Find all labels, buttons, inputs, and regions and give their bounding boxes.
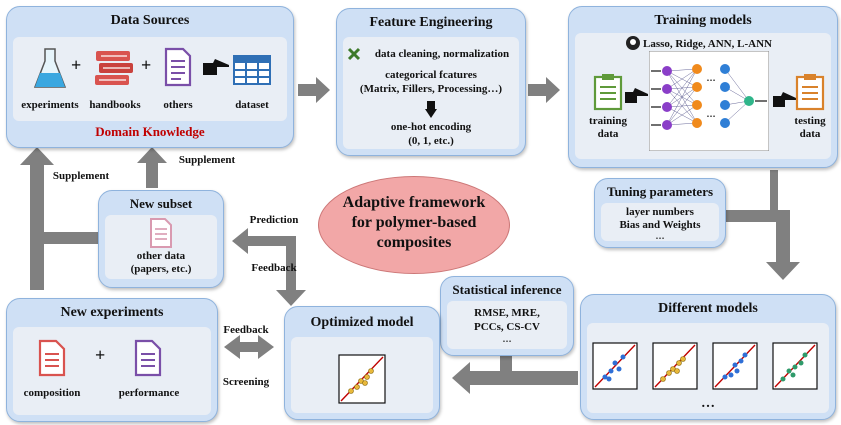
nn-dots-2: … xyxy=(707,109,716,119)
testing-data-label-2: data xyxy=(799,128,821,140)
statistical-inference-box: Statistical inference RMSE, MRE, PCCs, C… xyxy=(440,276,574,356)
model-plots xyxy=(592,342,818,390)
optimized-title: Optimized model xyxy=(310,315,414,330)
new-subset-line-2: (papers, etc.) xyxy=(130,263,192,275)
tuning-title: Tuning parameters xyxy=(606,184,714,199)
nn-dots-1: … xyxy=(707,73,716,83)
pointing-hand-icon-2 xyxy=(773,92,796,107)
neural-network-diagram: … … xyxy=(649,51,769,151)
flask-icon xyxy=(33,48,67,88)
tuning-inner xyxy=(601,203,719,241)
pointing-hand-icon xyxy=(625,88,648,103)
arrow-stat-stem xyxy=(500,355,512,375)
center-line-3: composites xyxy=(376,234,452,251)
brain-head-icon xyxy=(626,36,640,50)
books-icon xyxy=(95,51,133,85)
testing-data-icon xyxy=(795,74,825,111)
screening-label: Screening xyxy=(222,376,270,388)
statistical-line-2: PCCs, CS-CV xyxy=(474,321,540,333)
arrow-supplement-right xyxy=(137,147,167,188)
feedback-bottom-label: Feedback xyxy=(223,324,269,336)
statistical-line-1: RMSE, MRE, xyxy=(474,307,540,319)
model-plot-4 xyxy=(772,342,818,390)
different-models-dots: … xyxy=(701,396,715,411)
fe-line-4: one-hot encoding xyxy=(390,121,472,133)
new-experiments-title: New experiments xyxy=(60,305,164,320)
composition-document-icon xyxy=(38,339,66,377)
center-line-2: for polymer-based xyxy=(351,214,477,231)
feedback-top-label: Feedback xyxy=(251,262,297,274)
fe-line-1: data cleaning, normalization xyxy=(374,48,510,60)
supplement-right-label: Supplement xyxy=(178,154,236,166)
fe-line-2: categorical fcatures xyxy=(385,69,477,81)
domain-knowledge-label: Domain Knowledge xyxy=(95,124,205,139)
tuning-line-1: layer numbers xyxy=(626,206,694,218)
training-models-title: Training models xyxy=(654,13,752,28)
training-data-label-1: training xyxy=(589,115,627,127)
training-data-label-2: data xyxy=(597,128,619,140)
statistical-line-3: … xyxy=(502,334,512,344)
optimized-plot xyxy=(338,354,386,404)
pointing-hand-icon xyxy=(203,59,229,75)
feature-engineering-inner xyxy=(343,37,519,149)
pink-document-icon xyxy=(150,218,172,248)
performance-document-icon xyxy=(134,339,162,377)
feature-engineering-title: Feature Engineering xyxy=(369,15,493,30)
tools-icon xyxy=(347,47,361,61)
document-icon xyxy=(164,47,192,87)
label-composition: composition xyxy=(23,387,81,399)
plus-sign-1: + xyxy=(71,55,82,75)
feature-engineering-box: Feature Engineering data cleaning, norma… xyxy=(336,8,526,156)
arrow-ds-to-fe xyxy=(298,77,330,103)
new-subset-title: New subset xyxy=(129,196,193,211)
label-performance: performance xyxy=(118,387,180,399)
label-handbooks: handbooks xyxy=(89,99,141,111)
arrow-feedback-down xyxy=(276,236,306,306)
models-list: Lasso, Ridge, ANN, L-ANN xyxy=(643,38,772,50)
plus-sign-2: + xyxy=(141,55,152,75)
arrow-tm-to-tuning xyxy=(770,170,778,212)
arrow-feedback-screening xyxy=(224,335,274,359)
model-plot-2 xyxy=(652,342,698,390)
fe-line-5: (0, 1, etc.) xyxy=(408,135,454,147)
training-data-icon xyxy=(593,74,623,111)
label-experiments: experiments xyxy=(21,99,79,111)
optimized-model-box: Optimized model xyxy=(284,306,440,420)
new-subset-line-1: other data xyxy=(136,250,186,262)
new-subset-box: New subset other data (papers, etc.) xyxy=(98,190,224,288)
model-plot-1 xyxy=(592,342,638,390)
tuning-line-3: … xyxy=(655,231,665,241)
label-others: others xyxy=(163,99,193,111)
fe-line-3: (Matrix, Fillers, Processing…) xyxy=(359,83,503,95)
new-experiments-box: New experiments + composition performanc… xyxy=(6,298,218,422)
arrow-left-connector xyxy=(44,232,98,244)
arrow-dm-to-om xyxy=(452,362,578,394)
supplement-left-label: Supplement xyxy=(52,170,110,182)
arrow-supplement-left xyxy=(20,147,54,290)
pointing-down-hand-icon xyxy=(425,101,437,118)
data-sources-box: Data Sources + + experiments handbooks o… xyxy=(6,6,294,148)
arrow-tuning-to-dm xyxy=(726,210,800,280)
training-models-box: Training models Lasso, Ridge, ANN, L-ANN… xyxy=(568,6,838,168)
statistical-inner xyxy=(447,301,567,349)
data-sources-title: Data Sources xyxy=(110,13,190,28)
different-models-box: Different models … xyxy=(580,294,836,420)
center-ellipse: Adaptive framework for polymer-based com… xyxy=(318,176,510,274)
tuning-parameters-box: Tuning parameters layer numbers Bias and… xyxy=(594,178,726,248)
different-models-title: Different models xyxy=(658,301,758,316)
tuning-line-2: Bias and Weights xyxy=(619,219,701,231)
statistical-title: Statistical inference xyxy=(452,282,562,297)
model-plot-3 xyxy=(712,342,758,390)
dataset-table-icon xyxy=(233,55,271,85)
label-dataset: dataset xyxy=(235,99,269,111)
prediction-label: Prediction xyxy=(249,214,299,226)
plus-sign-3: + xyxy=(95,345,106,365)
center-line-1: Adaptive framework xyxy=(342,194,486,211)
arrow-prediction xyxy=(232,228,296,254)
testing-data-label-1: testing xyxy=(794,115,826,127)
arrow-fe-to-tm xyxy=(528,77,560,103)
